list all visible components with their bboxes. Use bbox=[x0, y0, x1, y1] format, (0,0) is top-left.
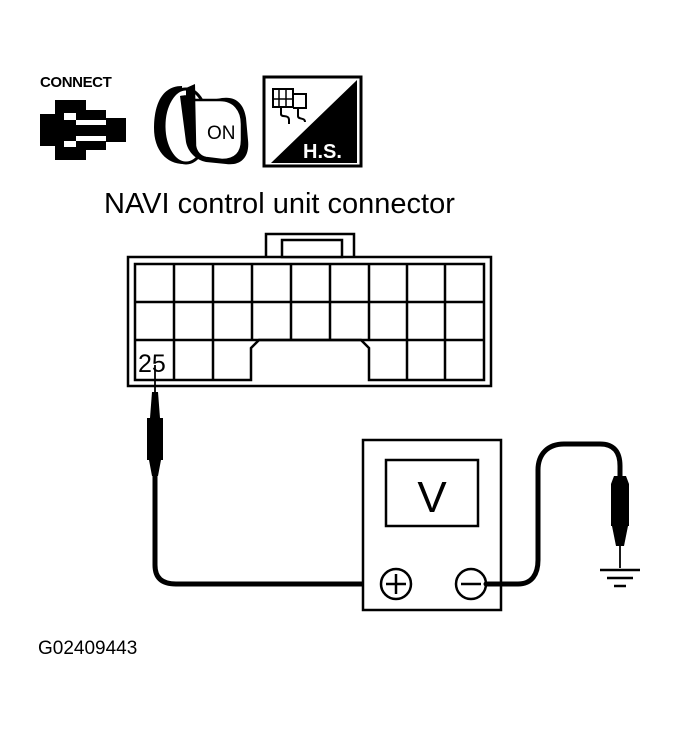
pin-25-label: 25 bbox=[138, 350, 166, 378]
negative-lead-wire bbox=[483, 441, 623, 587]
voltmeter: V bbox=[361, 438, 503, 612]
positive-lead-wire bbox=[152, 471, 376, 587]
positive-probe bbox=[147, 365, 163, 476]
connect-icon-label: CONNECT bbox=[40, 74, 112, 91]
voltmeter-display: V bbox=[417, 473, 447, 522]
harness-side-label: H.S. bbox=[303, 141, 342, 163]
connector-connect-icon bbox=[40, 100, 126, 160]
ignition-key-on-icon: ON bbox=[154, 84, 249, 165]
negative-terminal-icon bbox=[454, 567, 488, 601]
navi-connector: 25 bbox=[126, 232, 493, 388]
harness-side-icon: H.S. bbox=[262, 75, 363, 168]
ignition-on-label: ON bbox=[207, 123, 236, 144]
ground-symbol-icon bbox=[600, 568, 640, 588]
positive-terminal-icon bbox=[379, 567, 413, 601]
negative-probe bbox=[611, 476, 629, 568]
figure-code: G02409443 bbox=[38, 638, 138, 659]
diagram-title: NAVI control unit connector bbox=[104, 188, 455, 220]
